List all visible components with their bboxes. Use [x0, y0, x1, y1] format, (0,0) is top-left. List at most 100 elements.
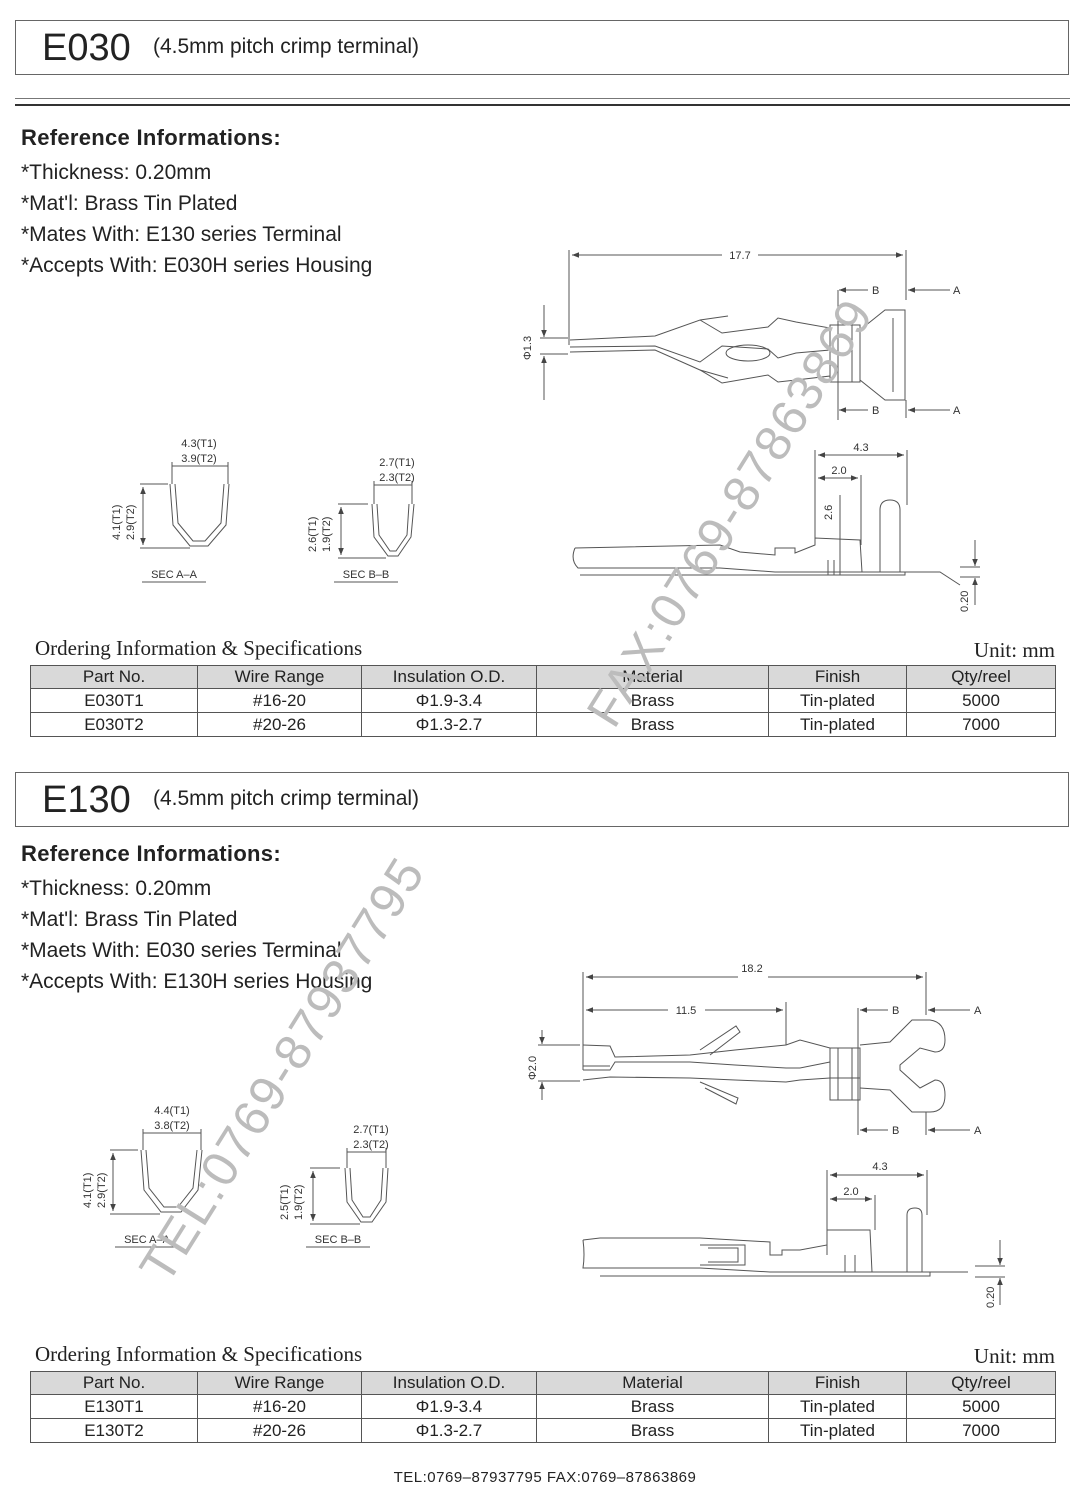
- cell-qty-reel: 7000: [906, 1418, 1056, 1443]
- part-code: E130: [42, 779, 131, 821]
- cell-finish: Tin-plated: [768, 688, 907, 713]
- dim-height: 2.9(T2): [125, 505, 137, 540]
- e130-side-view: 4.3 2.0 0.20: [582, 1161, 1005, 1308]
- cell-material: Brass: [536, 1418, 769, 1443]
- footer-contact: TEL:0769–87937795 FAX:0769–87863869: [393, 1469, 697, 1486]
- section-label: SEC B–B: [315, 1234, 361, 1246]
- dim-width: 2.3(T2): [379, 472, 414, 484]
- dim-width: 2.7(T1): [353, 1124, 388, 1136]
- dim-diameter: Φ1.3: [522, 336, 534, 360]
- col-insulation-od: Insulation O.D.: [361, 1371, 537, 1395]
- dim-diameter: Φ2.0: [527, 1056, 539, 1080]
- dim-thickness: 0.20: [959, 591, 971, 612]
- table-row: E030T2 #20-26 Φ1.3-2.7 Brass Tin-plated …: [30, 712, 1056, 737]
- part-subtitle: (4.5mm pitch crimp terminal): [153, 35, 420, 58]
- dim-width: 4.3: [853, 442, 868, 454]
- dim-width: 3.9(T2): [181, 453, 216, 465]
- table-header-row: Part No. Wire Range Insulation O.D. Mate…: [30, 665, 1056, 689]
- section-header-e130: E130 (4.5mm pitch crimp terminal): [15, 772, 1069, 827]
- cell-material: Brass: [536, 712, 769, 737]
- dim-width: 2.7(T1): [379, 457, 414, 469]
- table-row: E030T1 #16-20 Φ1.9-3.4 Brass Tin-plated …: [30, 688, 1056, 713]
- section-label: SEC A–A: [124, 1234, 171, 1246]
- col-wire-range: Wire Range: [197, 665, 362, 689]
- section-header-e030: E030 (4.5mm pitch crimp terminal): [15, 20, 1069, 75]
- section-marker-a: A: [974, 1005, 982, 1017]
- section-label: SEC A–A: [151, 569, 198, 581]
- section-marker-a: A: [953, 285, 961, 297]
- cell-part-no: E030T1: [30, 688, 198, 713]
- col-part-no: Part No.: [30, 665, 198, 689]
- dim-width: 2.3(T2): [353, 1139, 388, 1151]
- dim-width: 3.8(T2): [154, 1120, 189, 1132]
- dim-height: 4.1(T1): [111, 505, 123, 540]
- cell-qty-reel: 7000: [906, 712, 1056, 737]
- ref-accepts-with: *Accepts With: E130H series Housing: [21, 970, 373, 993]
- e130-top-view: 18.2 11.5 Φ2.0 B A B A: [527, 963, 982, 1137]
- dim-thickness: 0.20: [985, 1287, 997, 1308]
- ordering-title: Ordering Information & Specifications: [35, 1342, 363, 1366]
- cell-insulation-od: Φ1.9-3.4: [361, 688, 537, 713]
- col-qty-reel: Qty/reel: [906, 1371, 1056, 1395]
- e130-section-b: 2.7(T1) 2.3(T2) 2.5(T1) 1.9(T2) SEC B–B: [279, 1124, 389, 1248]
- cell-part-no: E130T1: [30, 1394, 198, 1419]
- dim-width: 4.3(T1): [181, 438, 216, 450]
- e030-side-view: 4.3 2.0 2.6 0.20: [572, 442, 980, 612]
- ordering-title: Ordering Information & Specifications: [35, 636, 363, 660]
- spec-table-e130: Part No. Wire Range Insulation O.D. Mate…: [30, 1371, 1056, 1443]
- cell-qty-reel: 5000: [906, 1394, 1056, 1419]
- dim-height: 2.5(T1): [279, 1185, 291, 1220]
- header-rule: [15, 98, 1070, 99]
- reference-title: Reference Informations:: [21, 125, 281, 150]
- part-subtitle: (4.5mm pitch crimp terminal): [153, 787, 420, 810]
- cell-wire-range: #20-26: [197, 1418, 362, 1443]
- part-code: E030: [42, 27, 131, 69]
- col-qty-reel: Qty/reel: [906, 665, 1056, 689]
- dim-height: 2.6(T1): [307, 517, 319, 552]
- cell-insulation-od: Φ1.3-2.7: [361, 1418, 537, 1443]
- dim-width: 2.0: [843, 1186, 858, 1198]
- cell-material: Brass: [536, 688, 769, 713]
- ref-thickness: *Thickness: 0.20mm: [21, 161, 212, 184]
- unit-label: Unit: mm: [973, 638, 1055, 662]
- e030-section-a: 4.3(T1) 3.9(T2) 4.1(T1) 2.9(T2) SEC A–A: [111, 438, 230, 583]
- dim-length: 17.7: [729, 250, 750, 262]
- section-marker-b: B: [892, 1005, 899, 1017]
- table-row: E130T2 #20-26 Φ1.3-2.7 Brass Tin-plated …: [30, 1418, 1056, 1443]
- col-finish: Finish: [768, 665, 907, 689]
- ref-material: *Mat'l: Brass Tin Plated: [21, 908, 238, 931]
- dim-height: 4.1(T1): [82, 1173, 94, 1208]
- ref-accepts-with: *Accepts With: E030H series Housing: [21, 254, 373, 277]
- spec-table-e030: Part No. Wire Range Insulation O.D. Mate…: [30, 665, 1056, 737]
- dim-width: 4.3: [872, 1161, 887, 1173]
- unit-label: Unit: mm: [973, 1344, 1055, 1368]
- cell-insulation-od: Φ1.3-2.7: [361, 712, 537, 737]
- cell-finish: Tin-plated: [768, 1418, 907, 1443]
- ref-thickness: *Thickness: 0.20mm: [21, 877, 212, 900]
- cell-wire-range: #16-20: [197, 688, 362, 713]
- section-marker-a: A: [974, 1125, 982, 1137]
- col-wire-range: Wire Range: [197, 1371, 362, 1395]
- dim-width: 4.4(T1): [154, 1105, 189, 1117]
- header-rule: [15, 104, 1070, 106]
- col-insulation-od: Insulation O.D.: [361, 665, 537, 689]
- section-marker-b: B: [872, 285, 879, 297]
- cell-finish: Tin-plated: [768, 1394, 907, 1419]
- e030-top-view: 17.7 Φ1.3 B A B A: [522, 250, 961, 420]
- ref-material: *Mat'l: Brass Tin Plated: [21, 192, 238, 215]
- cell-material: Brass: [536, 1394, 769, 1419]
- section-marker-b: B: [872, 405, 879, 417]
- ref-mates-with: *Mates With: E130 series Terminal: [21, 223, 342, 246]
- cell-part-no: E130T2: [30, 1418, 198, 1443]
- reference-title: Reference Informations:: [21, 841, 281, 866]
- dim-height: 2.6: [823, 505, 835, 520]
- dim-width: 2.0: [831, 465, 846, 477]
- cell-finish: Tin-plated: [768, 712, 907, 737]
- section-marker-b: B: [892, 1125, 899, 1137]
- e130-section-a: 4.4(T1) 3.8(T2) 4.1(T1) 2.9(T2) SEC A–A: [82, 1105, 203, 1248]
- cell-part-no: E030T2: [30, 712, 198, 737]
- dim-height: 1.9(T2): [321, 517, 333, 552]
- dim-length: 11.5: [676, 1005, 697, 1017]
- table-header-row: Part No. Wire Range Insulation O.D. Mate…: [30, 1371, 1056, 1395]
